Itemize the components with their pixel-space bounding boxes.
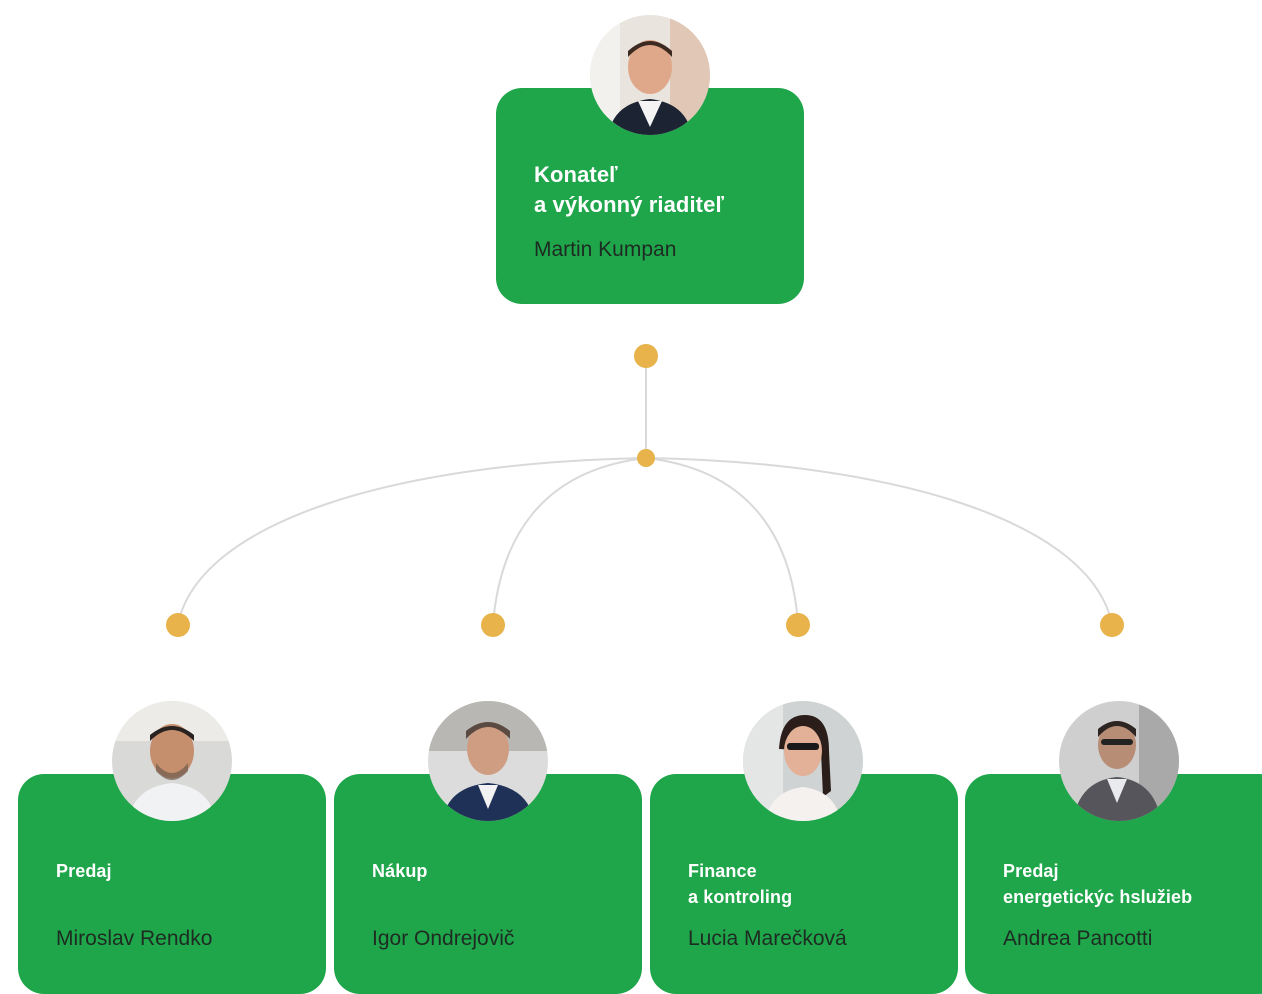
avatar [112, 701, 232, 821]
person-photo-icon [590, 15, 710, 135]
person-photo-icon [1059, 701, 1179, 821]
role-title: Finance a kontroling [688, 861, 793, 907]
avatar [1059, 701, 1179, 821]
child-connector-dot [481, 613, 505, 637]
junction-dot [637, 449, 655, 467]
person-photo-icon [428, 701, 548, 821]
person-photo-icon [112, 701, 232, 821]
person-photo-icon [743, 701, 863, 821]
person-name: Martin Kumpan [534, 238, 677, 261]
avatar [590, 15, 710, 135]
person-name: Miroslav Rendko [56, 927, 213, 950]
connector-line-nakup [492, 457, 647, 625]
connector-line-energy [645, 457, 1113, 625]
connector-line-finance [645, 457, 799, 625]
avatar [743, 701, 863, 821]
connector-line-predaj [177, 457, 647, 625]
person-name: Lucia Marečková [688, 927, 847, 950]
role-title: Predaj [56, 861, 112, 881]
org-node-finance: Finance a kontroling Lucia Marečková [650, 774, 958, 994]
root-connector-dot [634, 344, 658, 368]
role-title: Predaj energetickýc hslužieb [1003, 861, 1193, 907]
person-name: Andrea Pancotti [1003, 927, 1153, 950]
role-title: Nákup [372, 861, 428, 881]
child-connector-dot [166, 613, 190, 637]
person-name: Igor Ondrejovič [372, 927, 515, 950]
child-connector-dot [1100, 613, 1124, 637]
child-connector-dot [786, 613, 810, 637]
avatar [428, 701, 548, 821]
role-title: Konateľ a výkonný riaditeľ [534, 162, 725, 217]
